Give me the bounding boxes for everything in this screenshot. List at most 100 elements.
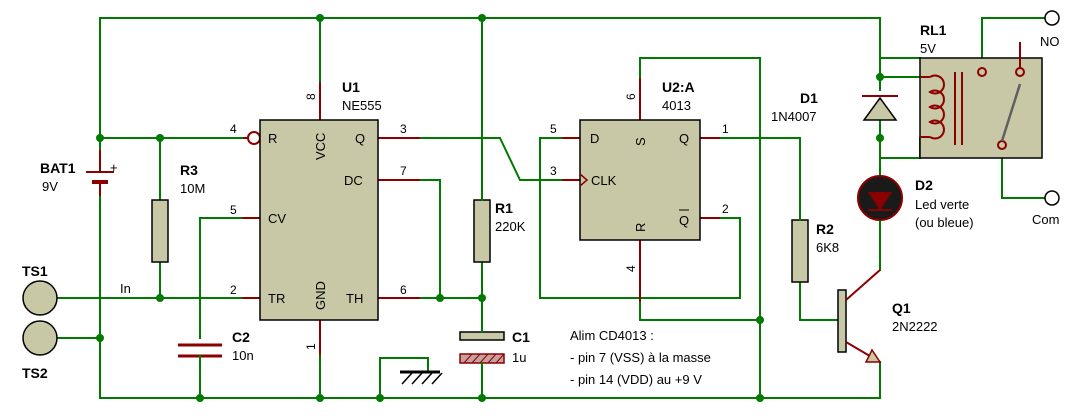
pin-label-gnd: GND: [313, 281, 328, 310]
r1-value: 220K: [495, 219, 526, 234]
battery-bat1: + BAT1 9V: [40, 150, 120, 196]
no-label: NO: [1040, 34, 1060, 49]
wire-ground-symbol: [379, 357, 429, 399]
r2-value: 6K8: [816, 240, 839, 255]
pin-number: 4: [624, 265, 638, 272]
wire-q-r2: [719, 137, 801, 201]
c1-ref: C1: [512, 329, 530, 345]
pin-number: 2: [722, 202, 729, 216]
transistor-emitter-arrow: [864, 348, 882, 363]
r2-ref: R2: [816, 221, 834, 237]
pin-label-s: S: [633, 137, 648, 146]
pin-number: 4: [230, 122, 237, 136]
com-label: Com: [1032, 212, 1059, 227]
ts2-label: TS2: [22, 365, 48, 381]
junction-dot: [156, 294, 164, 302]
note-line-2: - pin 7 (VSS) à la masse: [570, 350, 711, 365]
battery-ref: BAT1: [40, 160, 76, 176]
ic-body: [259, 119, 379, 321]
terminal-ts1: [22, 280, 58, 316]
junction-dot: [478, 14, 486, 22]
pin-number: 3: [400, 122, 407, 136]
q1-value: 2N2222: [892, 319, 938, 334]
pin-label-clk: CLK: [591, 173, 617, 188]
pin-label-d: D: [590, 131, 599, 146]
clock-edge-marker: [579, 173, 589, 187]
pin-number: 7: [400, 164, 407, 178]
junctions: [96, 14, 884, 402]
relay-switch-arm: [1000, 83, 1022, 142]
wire-cv-c2: [199, 217, 243, 339]
junction-dot: [316, 394, 324, 402]
ic-body: [579, 119, 701, 241]
r3-value: 10M: [180, 181, 205, 196]
junction-dot: [196, 394, 204, 402]
pin-number: 6: [400, 283, 407, 297]
terminal-ts2: [22, 320, 58, 356]
c2-value: 10n: [232, 348, 254, 363]
junction-dot: [156, 134, 164, 142]
capacitor-c2: C2 10n: [178, 329, 254, 376]
pin-number: 5: [550, 122, 557, 136]
wire-relay-out: [879, 137, 921, 159]
led-d2: D2 Led verte (ou bleue): [857, 157, 974, 230]
junction-dot: [876, 134, 884, 142]
terminals: TS1 TS2 NO Com In: [22, 10, 1060, 381]
r1-ref: R1: [495, 200, 513, 216]
relay-coil: [928, 74, 945, 140]
ground-symbol: [400, 370, 443, 385]
u2-ref: U2:A: [662, 79, 695, 95]
led-triangle: [868, 192, 892, 210]
d1-value: 1N4007: [771, 109, 817, 124]
note-line-1: Alim CD4013 :: [570, 328, 654, 343]
resistor-body: [791, 219, 809, 283]
ts1-label: TS1: [22, 263, 48, 279]
terminal-com: [1044, 190, 1060, 206]
relay-rl1: RL1 5V: [919, 22, 1043, 159]
note-line-3: - pin 14 (VDD) au +9 V: [570, 372, 702, 387]
ic-u2-4013: U2:A 4013 D CLK Q Q S R 5 3 1 2 6 4: [550, 78, 729, 302]
r3-ref: R3: [180, 162, 198, 178]
junction-dot: [478, 294, 486, 302]
wire-dc: [419, 179, 441, 299]
resistor-r3: R3 10M: [151, 162, 205, 263]
pin-label-q: Q: [355, 131, 365, 146]
battery-value: 9V: [42, 179, 58, 194]
pin-number: 6: [624, 93, 638, 100]
transistor-q1: Q1 2N2222: [837, 269, 938, 363]
reset-inverter-bubble: [247, 131, 261, 145]
d2-value-line1: Led verte: [915, 197, 969, 212]
pin-number: 2: [230, 283, 237, 297]
relay-contact-no: [977, 67, 987, 77]
wire-u2-reset: [639, 301, 761, 321]
pin-label-vcc: VCC: [313, 133, 328, 160]
pin-label-qbar: Q: [679, 213, 689, 228]
pin-label-tr: TR: [268, 291, 285, 306]
junction-dot: [876, 73, 884, 81]
battery-polarity: +: [110, 160, 118, 175]
relay-contact-nc: [1015, 67, 1025, 77]
resistor-r1: R1 220K: [473, 179, 526, 263]
u2-value: 4013: [662, 98, 691, 113]
net-label-in: In: [120, 281, 131, 296]
terminal-no: [1044, 10, 1060, 26]
c1-value: 1u: [512, 350, 526, 365]
d2-value-line2: (ou bleue): [915, 215, 974, 230]
relay-contact-common: [997, 140, 1007, 150]
wire-set: [639, 57, 761, 321]
power-note: Alim CD4013 : - pin 7 (VSS) à la masse -…: [570, 328, 711, 387]
pin-number: 8: [304, 93, 318, 100]
transistor-base-bar: [837, 289, 847, 353]
transistor-collector: [845, 269, 881, 301]
resistor-body: [151, 199, 169, 263]
ic-u1-ne555: U1 NE555 R CV TR Q DC TH VCC GND 4 5 2 3…: [230, 79, 420, 355]
pin-number: 5: [230, 203, 237, 217]
d1-ref: D1: [800, 90, 818, 106]
wire-relay-top: [879, 57, 921, 78]
capacitor-c1-polarized: C1 1u: [459, 319, 530, 373]
wire-relay-no: [981, 17, 1051, 73]
junction-dot: [756, 394, 764, 402]
q1-ref: Q1: [892, 300, 911, 316]
junction-dot: [478, 394, 486, 402]
